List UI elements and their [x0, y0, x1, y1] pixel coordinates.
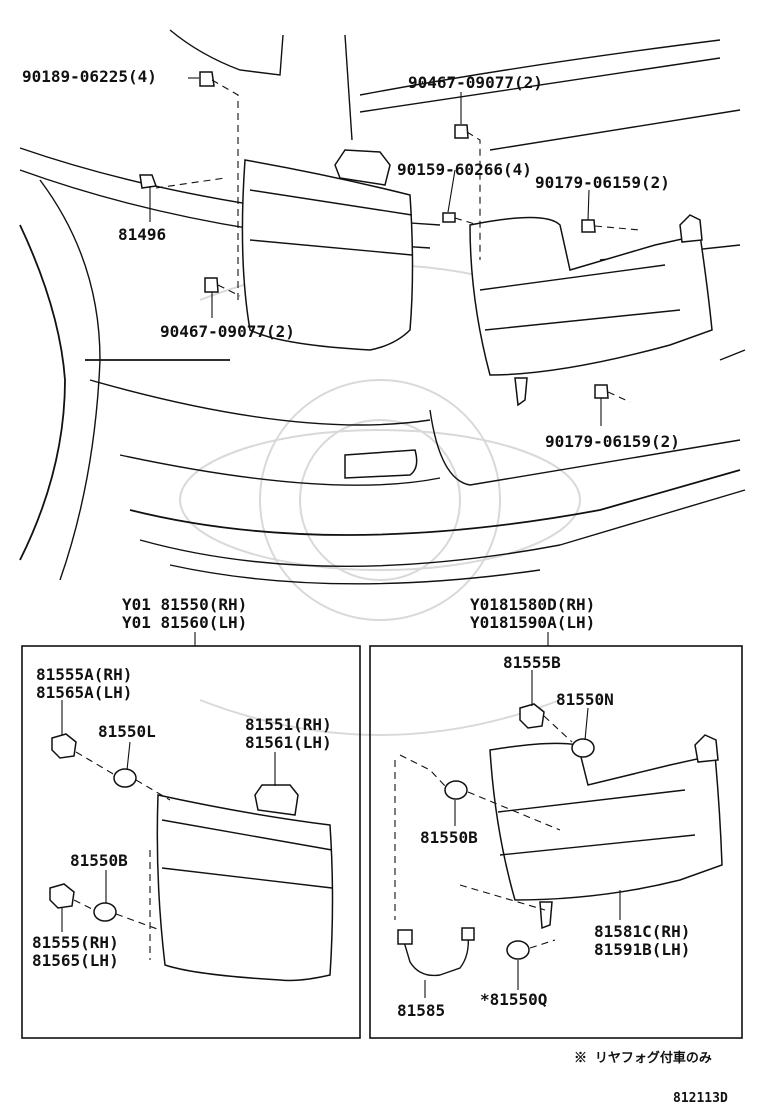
label-81585: 81585	[397, 1001, 445, 1020]
bulb-81550B-left	[93, 902, 117, 922]
label-81551-rh: 81551(RH)	[245, 715, 332, 734]
upper-fasteners	[139, 71, 609, 399]
label-81555A-rh: 81555A(RH)	[36, 665, 132, 684]
label-81565-lh: 81565(LH)	[32, 951, 119, 970]
label-90467-bottom: 90467-09077(2)	[160, 322, 295, 341]
label-81550N: 81550N	[556, 690, 614, 709]
nut-90467-b	[204, 277, 219, 293]
label-81550B-right: 81550B	[420, 828, 478, 847]
label-90179-bottom: 90179-06159(2)	[545, 432, 680, 451]
label-90467-top: 90467-09077(2)	[408, 73, 543, 92]
socket-81555B	[519, 703, 545, 729]
upper-leader-lines	[149, 77, 602, 426]
clip-90189	[199, 71, 215, 87]
left-assembly-title-rh: Y01 81550(RH)	[122, 595, 247, 614]
left-assembly-box	[21, 645, 361, 1039]
grommet-81496	[139, 174, 158, 189]
label-90189: 90189-06225(4)	[22, 67, 157, 86]
label-81561-lh: 81561(LH)	[245, 733, 332, 752]
upper-assembly-lines	[155, 79, 641, 403]
bulb-81550N	[571, 738, 595, 758]
label-90179-top: 90179-06159(2)	[535, 173, 670, 192]
label-81550Q: *81550Q	[480, 990, 547, 1009]
label-81591B-lh: 81591B(LH)	[594, 940, 690, 959]
label-81550B-left: 81550B	[70, 851, 128, 870]
wire-harness-81585	[401, 934, 470, 977]
socket-81555	[49, 883, 75, 909]
bulb-81550B-right	[444, 780, 468, 800]
bulb-81550Q	[506, 940, 530, 960]
right-assembly-title-lh: Y0181590A(LH)	[470, 613, 595, 632]
label-81555-rh: 81555(RH)	[32, 933, 119, 952]
right-assembly-title-rh: Y0181580D(RH)	[470, 595, 595, 614]
bolt-90179-a	[581, 219, 596, 233]
nut-90467-a	[454, 124, 469, 139]
label-81581C-rh: 81581C(RH)	[594, 922, 690, 941]
right-assembly-box	[369, 645, 743, 1039]
bolt-90179-b	[594, 384, 609, 399]
screw-90159	[442, 212, 456, 223]
label-81565A-lh: 81565A(LH)	[36, 683, 132, 702]
upper-right-tail-lamp	[469, 214, 713, 407]
diagram-code: 812113D	[673, 1091, 728, 1106]
socket-81555A	[51, 733, 77, 759]
label-81496: 81496	[118, 225, 166, 244]
label-90159: 90159-60266(4)	[397, 160, 532, 179]
left-assembly-title-lh: Y01 81560(LH)	[122, 613, 247, 632]
upper-left-tail-lamp	[241, 149, 414, 351]
footnote-rear-fog-only: ※ リヤフォグ付車のみ	[574, 1050, 712, 1066]
label-81555B: 81555B	[503, 653, 561, 672]
label-81550L: 81550L	[98, 722, 156, 741]
bulb-81550L	[113, 768, 137, 788]
